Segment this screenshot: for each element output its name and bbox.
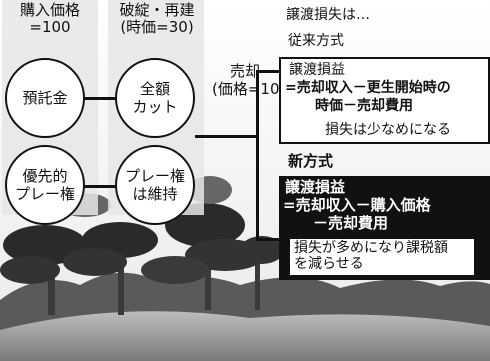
new-method-note: 損失が多めになり課税額 を減らせる — [289, 238, 475, 276]
branch-to-old-box — [256, 70, 281, 73]
loss-heading: 譲渡損失は… — [286, 7, 370, 23]
connector-priority-play — [70, 185, 130, 188]
old-formula-line2: 時価－売却費用 — [315, 98, 413, 114]
sale-title: 売却 — [229, 62, 260, 80]
connector-deposit-cut — [70, 97, 130, 100]
branch-vertical-line — [256, 70, 259, 240]
bankruptcy-header: 破綻・再建 (時価=30) — [108, 2, 206, 36]
new-box-title: 譲渡損益 — [285, 178, 346, 196]
bankruptcy-label: 破綻・再建 — [119, 1, 195, 19]
purchase-price-value: =100 — [29, 18, 71, 36]
play-right-circle: プレー権 は維持 — [115, 145, 195, 225]
new-note-line1: 損失が多めになり課税額 — [294, 240, 448, 256]
connector-to-branch — [195, 135, 258, 138]
old-box-title: 譲渡損益 — [289, 62, 345, 78]
sale-price: (価格=10) — [212, 80, 286, 98]
old-method-title: 従来方式 — [288, 33, 344, 49]
new-formula-line1: =売却収入－購入価格 — [283, 196, 431, 214]
branch-to-new-box — [256, 238, 281, 241]
old-method-box: 譲渡損益 =売却収入－更生開始時の 時価－売却費用 損失は少なめになる — [279, 57, 490, 144]
priority-member-circle: 優先的 プレー権 — [5, 145, 85, 225]
old-method-note: 損失は少なめになる — [325, 122, 451, 138]
new-formula-line2: －売却費用 — [313, 214, 389, 232]
purchase-price-header: 購入価格 =100 — [8, 2, 92, 36]
new-note-line2: を減らせる — [294, 256, 364, 272]
purchase-price-label: 購入価格 — [19, 1, 80, 19]
old-formula-line1: =売却収入－更生開始時の — [285, 80, 451, 96]
full-cut-circle: 全額 カット — [115, 58, 195, 138]
deposit-circle: 預託金 — [5, 58, 85, 138]
new-method-box: 譲渡損益 =売却収入－購入価格 －売却費用 損失が多めになり課税額 を減らせる — [279, 176, 490, 280]
new-method-title: 新方式 — [288, 152, 334, 170]
sale-label: 売却 (価格=10) — [212, 62, 286, 98]
market-value-label: (時価=30) — [120, 18, 194, 36]
